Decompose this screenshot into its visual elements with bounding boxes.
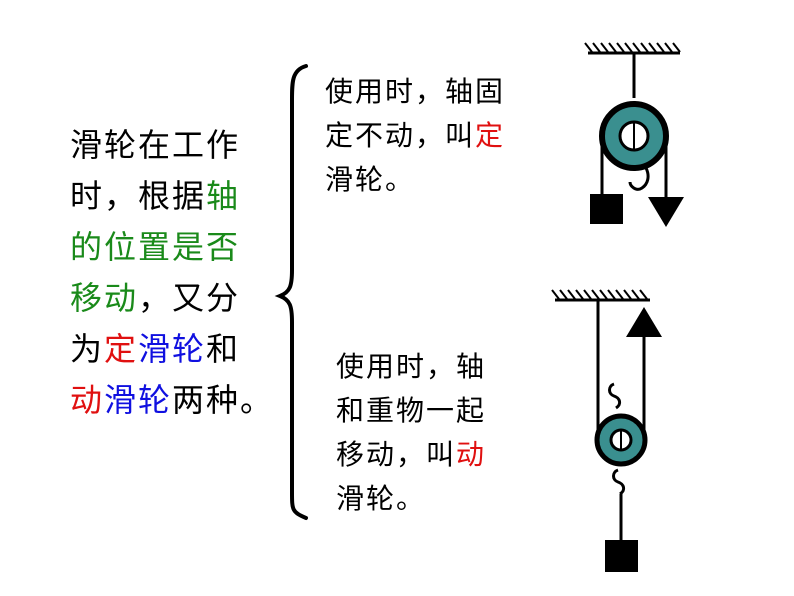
left-line-4: 移动，又分 bbox=[70, 279, 241, 317]
fixed-pulley-weight bbox=[590, 194, 623, 224]
left-line-6: 动滑轮两种。 bbox=[70, 381, 275, 419]
curly-brace bbox=[274, 64, 308, 520]
left-line-2: 时，根据轴 bbox=[70, 177, 241, 215]
left-line-1: 滑轮在工作 bbox=[70, 126, 241, 164]
pulley-classification-text: 滑轮在工作 时，根据轴 的位置是否 移动，又分 为定滑轮和 动滑轮两种。 bbox=[70, 120, 274, 426]
fixed-pulley-definition: 使用时，轴固 定不动，叫定 滑轮。 bbox=[325, 70, 505, 202]
movable-pulley-definition: 使用时，轴 和重物一起 移动，叫动 滑轮。 bbox=[336, 345, 486, 521]
left-line-3: 的位置是否 bbox=[70, 228, 241, 266]
fixed-line-3: 滑轮。 bbox=[325, 163, 416, 196]
upper-hook bbox=[608, 382, 622, 410]
movable-line-1: 使用时，轴 bbox=[336, 350, 487, 383]
movable-line-2: 和重物一起 bbox=[336, 394, 487, 427]
lower-hook bbox=[612, 468, 626, 496]
movable-pulley-weight bbox=[605, 540, 638, 572]
left-line-5: 为定滑轮和 bbox=[70, 330, 241, 368]
fixed-pulley-hook bbox=[628, 167, 650, 191]
fixed-pulley-diagram bbox=[584, 42, 684, 227]
fixed-line-1: 使用时，轴固 bbox=[325, 75, 506, 108]
ceiling-hatching bbox=[584, 42, 681, 55]
ceiling-hatching bbox=[551, 289, 650, 302]
fixed-line-2: 定不动，叫定 bbox=[325, 119, 506, 152]
movable-line-3: 移动，叫动 bbox=[336, 438, 487, 471]
movable-line-4: 滑轮。 bbox=[336, 482, 427, 515]
movable-pulley-diagram bbox=[551, 289, 662, 572]
